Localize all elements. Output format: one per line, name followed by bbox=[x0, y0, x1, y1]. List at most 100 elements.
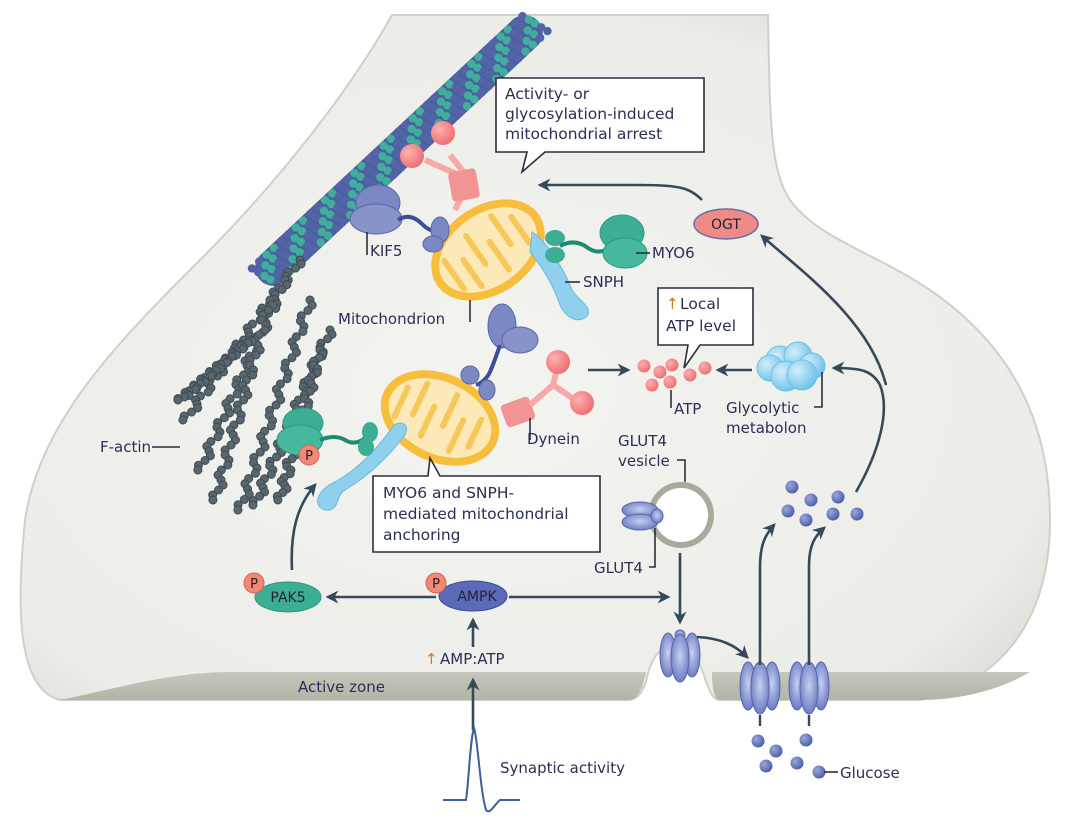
actin-monomer bbox=[291, 263, 301, 273]
dynein-lower bbox=[500, 350, 594, 428]
tubulin-subunit bbox=[523, 26, 532, 35]
tubulin-subunit bbox=[470, 95, 479, 104]
tubulin-subunit bbox=[458, 76, 468, 86]
actin-monomer bbox=[272, 452, 282, 462]
tubulin-subunit bbox=[268, 254, 277, 263]
tubulin-subunit bbox=[295, 248, 305, 257]
callout-arrest-line-3: mitochondrial arrest bbox=[505, 125, 662, 143]
amp-atp-label: AMP:ATP bbox=[440, 650, 505, 668]
actin-monomer bbox=[233, 505, 243, 515]
tubulin-subunit bbox=[291, 223, 300, 232]
tubulin-subunit bbox=[522, 36, 531, 46]
tubulin-subunit bbox=[529, 29, 539, 39]
glut4-inserting bbox=[659, 629, 701, 683]
ampk-node: AMPK P bbox=[425, 572, 508, 612]
dynein-label: Dynein bbox=[527, 430, 580, 448]
tubulin-subunit bbox=[316, 238, 325, 247]
glucose-intracellular bbox=[781, 480, 864, 527]
arrow-pak5-to-myo6 bbox=[290, 483, 317, 571]
tubulin-subunit bbox=[450, 94, 459, 103]
tubulin-subunit bbox=[362, 176, 371, 185]
tubulin-subunit bbox=[530, 19, 540, 28]
tubulin-subunit bbox=[312, 213, 321, 222]
myo6-upper bbox=[545, 214, 648, 269]
glut4-transporter-vesicle bbox=[621, 501, 664, 531]
tubulin-subunit bbox=[408, 114, 418, 123]
tubulin-subunit bbox=[290, 233, 299, 243]
glucose-molecule bbox=[826, 507, 840, 521]
metabolon-label-1: Glycolytic bbox=[726, 399, 799, 417]
tubulin-subunit bbox=[459, 66, 469, 75]
tubulin-subunit bbox=[269, 243, 279, 253]
atp-molecule bbox=[637, 359, 651, 373]
glucose-molecule bbox=[759, 759, 773, 773]
tubulin-subunit bbox=[311, 223, 320, 233]
tubulin-subunit bbox=[350, 168, 359, 178]
actin-monomer bbox=[271, 400, 281, 410]
actin-monomer bbox=[226, 440, 236, 450]
tubulin-subunit bbox=[521, 47, 530, 56]
tubulin-subunit bbox=[382, 176, 391, 186]
metabolon-leader bbox=[814, 372, 823, 408]
tubulin-subunit bbox=[478, 77, 487, 87]
atp-molecule bbox=[698, 361, 712, 375]
tubulin-subunit bbox=[517, 22, 526, 31]
tubulin-subunit bbox=[288, 255, 297, 264]
tubulin-subunit bbox=[428, 114, 437, 124]
actin-monomer bbox=[255, 447, 265, 457]
tubulin-subunit bbox=[247, 264, 257, 273]
tubulin-subunit bbox=[297, 227, 307, 236]
tubulin-subunit bbox=[283, 240, 292, 250]
tubulin-subunit bbox=[503, 25, 513, 34]
myo6-label: MYO6 bbox=[652, 244, 695, 262]
tubulin-subunit bbox=[282, 251, 291, 260]
glut4-vesicle-label-1: GLUT4 bbox=[618, 432, 667, 450]
tubulin-subunit bbox=[376, 173, 385, 182]
actin-monomer bbox=[248, 500, 258, 510]
myo6-phospho-label: P bbox=[305, 449, 313, 464]
tubulin-subunit bbox=[448, 115, 457, 124]
actin-monomer bbox=[193, 465, 203, 475]
tubulin-subunit bbox=[275, 247, 285, 256]
tubulin-subunit bbox=[528, 40, 538, 49]
tubulin-subunit bbox=[407, 124, 416, 134]
atp-molecule bbox=[683, 368, 697, 382]
arrow-glucose-import-1 bbox=[758, 523, 776, 665]
actin-monomer bbox=[277, 285, 287, 294]
tubulin-subunit bbox=[267, 264, 276, 274]
actin-monomer bbox=[255, 491, 265, 501]
tubulin-subunit bbox=[463, 91, 473, 100]
atp-molecule bbox=[645, 378, 659, 392]
dynein-upper bbox=[400, 121, 480, 212]
tubulin-subunit bbox=[457, 87, 467, 96]
kif5-label: KIF5 bbox=[370, 242, 402, 260]
tubulin-subunit bbox=[385, 145, 394, 154]
glucose-molecule bbox=[804, 493, 818, 507]
tubulin-subunit bbox=[357, 161, 366, 171]
tubulin-subunit bbox=[332, 214, 341, 223]
actin-monomer bbox=[232, 389, 242, 399]
actin-monomer bbox=[187, 407, 197, 417]
amp-atp-up-arrow: ↑ bbox=[425, 650, 438, 668]
callout-local-atp-line-1: Local bbox=[680, 295, 720, 313]
tubulin-subunit bbox=[328, 189, 337, 198]
tubulin-subunit bbox=[253, 267, 263, 277]
glut4-membrane-1 bbox=[739, 661, 781, 726]
arrow-glucose-import-2 bbox=[807, 526, 826, 665]
local-atp-up-arrow: ↑ bbox=[666, 295, 679, 313]
tubulin-subunit bbox=[496, 32, 505, 41]
tubulin-subunit bbox=[342, 175, 352, 184]
tubulin-subunit bbox=[471, 84, 480, 93]
tubulin-subunit bbox=[309, 245, 318, 254]
tubulin-subunit bbox=[335, 182, 344, 191]
glucose-molecule bbox=[790, 756, 804, 770]
snph-label: SNPH bbox=[583, 273, 624, 291]
actin-monomer bbox=[200, 456, 210, 465]
tubulin-subunit bbox=[435, 108, 445, 117]
tubulin-subunit bbox=[507, 50, 517, 59]
tubulin-subunit bbox=[347, 189, 357, 199]
callout-arrest-line-1: Activity- or bbox=[505, 85, 590, 103]
actin-monomer bbox=[235, 415, 245, 425]
tubulin-subunit bbox=[502, 36, 512, 45]
ampk-label: AMPK bbox=[457, 589, 497, 605]
